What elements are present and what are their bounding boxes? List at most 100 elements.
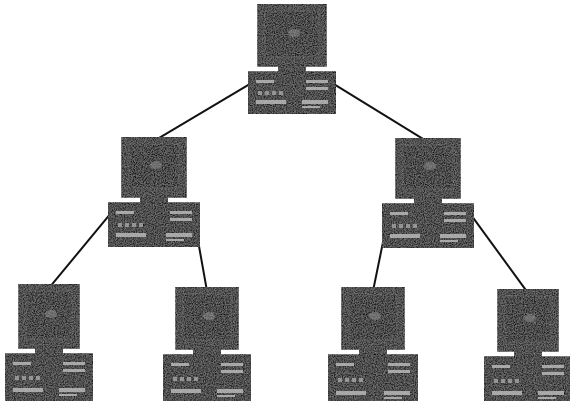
case-drive-bay bbox=[538, 397, 556, 399]
monitor-stand bbox=[35, 348, 63, 354]
case-drive-bay bbox=[542, 365, 564, 368]
case-button bbox=[132, 223, 136, 227]
case-button bbox=[413, 224, 417, 228]
case-drive-bay bbox=[492, 391, 522, 395]
computer-node-right-child bbox=[381, 137, 475, 249]
case-drive-bay bbox=[302, 100, 328, 104]
screen-image-icon bbox=[424, 162, 436, 170]
computer-nodes bbox=[4, 3, 570, 401]
screen-image-icon bbox=[524, 314, 536, 322]
case-drive-bay bbox=[59, 388, 85, 392]
case-button bbox=[359, 378, 363, 382]
computer-node-right-right-leaf bbox=[483, 288, 570, 401]
case-drive-bay bbox=[171, 363, 189, 366]
case-button bbox=[399, 224, 403, 228]
case-drive-bay bbox=[384, 391, 410, 395]
case-button bbox=[15, 376, 19, 380]
case-drive-bay bbox=[116, 211, 134, 214]
case-drive-bay bbox=[306, 80, 328, 83]
case-button bbox=[265, 91, 269, 95]
computer-case bbox=[381, 203, 475, 249]
case-drive-bay bbox=[336, 363, 354, 366]
monitor-stand bbox=[278, 66, 306, 72]
case-drive-bay bbox=[170, 211, 192, 214]
case-drive-bay bbox=[444, 212, 466, 215]
computer-node-right-left-leaf bbox=[327, 286, 419, 401]
case-button bbox=[279, 91, 283, 95]
case-button bbox=[501, 379, 505, 383]
case-drive-bay bbox=[538, 391, 564, 395]
case-drive-bay bbox=[302, 106, 320, 108]
computer-case bbox=[247, 71, 337, 115]
case-button bbox=[22, 376, 26, 380]
case-button bbox=[272, 91, 276, 95]
case-button bbox=[494, 379, 498, 383]
case-drive-bay bbox=[63, 362, 85, 365]
screen-image-icon bbox=[45, 310, 57, 318]
case-drive-bay bbox=[221, 363, 243, 366]
case-drive-bay bbox=[384, 397, 402, 399]
case-button bbox=[392, 224, 396, 228]
case-drive-bay bbox=[444, 219, 466, 222]
case-drive-bay bbox=[440, 240, 458, 242]
link-left-child-to-left-left-leaf bbox=[48, 206, 117, 289]
case-drive-bay bbox=[116, 233, 146, 237]
case-drive-bay bbox=[542, 372, 564, 375]
monitor-stand bbox=[359, 349, 387, 355]
monitor-stand bbox=[193, 349, 221, 355]
case-drive-bay bbox=[166, 233, 192, 237]
case-drive-bay bbox=[13, 362, 31, 365]
computer-node-root bbox=[247, 3, 337, 115]
monitor-stand bbox=[514, 351, 542, 357]
case-button bbox=[125, 223, 129, 227]
screen-image-icon bbox=[369, 312, 381, 320]
case-drive-bay bbox=[217, 395, 235, 397]
monitor-stand bbox=[140, 197, 168, 203]
computer-case bbox=[4, 353, 94, 401]
case-button bbox=[338, 378, 342, 382]
case-button bbox=[406, 224, 410, 228]
case-button bbox=[187, 377, 191, 381]
computer-case bbox=[107, 202, 201, 248]
case-button bbox=[345, 378, 349, 382]
case-button bbox=[515, 379, 519, 383]
case-drive-bay bbox=[13, 388, 43, 392]
case-drive-bay bbox=[63, 369, 85, 372]
case-button bbox=[139, 223, 143, 227]
case-drive-bay bbox=[256, 80, 274, 83]
case-button bbox=[118, 223, 122, 227]
case-drive-bay bbox=[166, 239, 184, 241]
link-root-to-left-child bbox=[153, 77, 261, 142]
screen-image-icon bbox=[203, 312, 215, 320]
case-drive-bay bbox=[306, 87, 328, 90]
case-drive-bay bbox=[492, 365, 510, 368]
monitor-stand bbox=[414, 198, 442, 204]
case-drive-bay bbox=[336, 391, 366, 395]
computer-node-left-left-leaf bbox=[4, 283, 94, 401]
case-button bbox=[36, 376, 40, 380]
case-drive-bay bbox=[170, 218, 192, 221]
case-drive-bay bbox=[388, 370, 410, 373]
computer-node-left-right-leaf bbox=[162, 286, 252, 401]
case-drive-bay bbox=[390, 212, 408, 215]
case-button bbox=[173, 377, 177, 381]
case-button bbox=[352, 378, 356, 382]
case-drive-bay bbox=[59, 394, 77, 396]
computer-case bbox=[162, 354, 252, 401]
case-button bbox=[29, 376, 33, 380]
case-button bbox=[194, 377, 198, 381]
case-drive-bay bbox=[221, 370, 243, 373]
link-right-child-to-right-right-leaf bbox=[465, 207, 529, 294]
case-drive-bay bbox=[388, 363, 410, 366]
case-button bbox=[180, 377, 184, 381]
case-drive-bay bbox=[440, 234, 466, 238]
case-drive-bay bbox=[390, 234, 420, 238]
screen-image-icon bbox=[288, 29, 300, 37]
case-button bbox=[508, 379, 512, 383]
case-drive-bay bbox=[171, 389, 201, 393]
computer-node-left-child bbox=[107, 136, 201, 248]
link-root-to-right-child bbox=[323, 77, 429, 143]
case-button bbox=[258, 91, 262, 95]
